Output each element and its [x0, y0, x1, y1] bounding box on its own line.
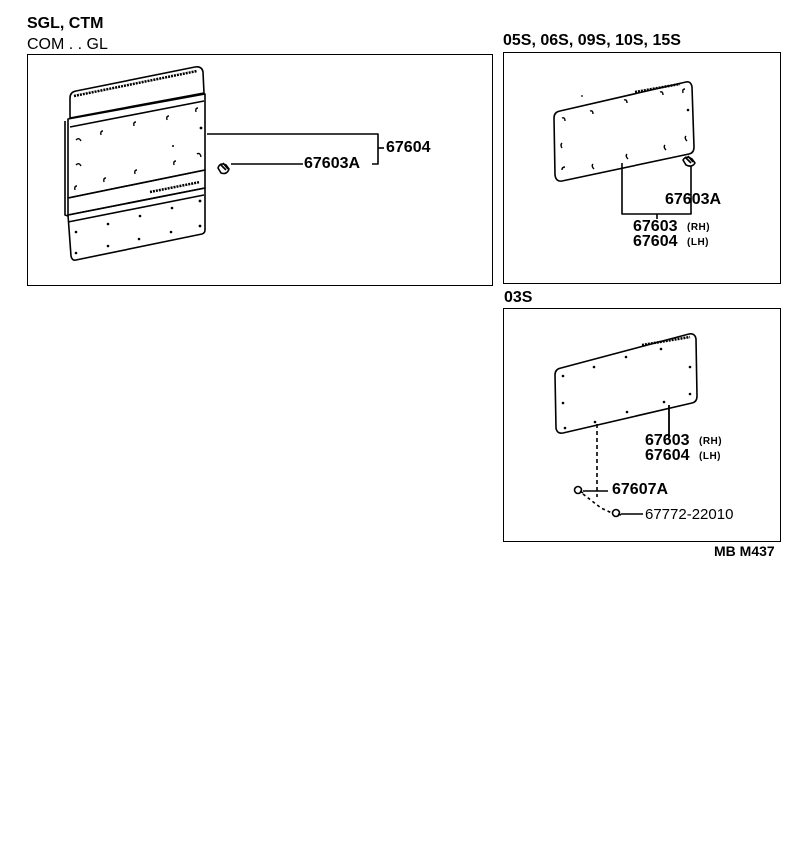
side-label: (RH) [699, 436, 723, 447]
trim-board-03s-icon [554, 333, 698, 434]
diagram-code: MB M437 [714, 543, 775, 559]
fastener-icon [611, 508, 622, 518]
panel-sgl-ctm-frame [27, 54, 493, 286]
part-number-label: 67603 [645, 432, 690, 449]
part-number-label: 67603 [633, 218, 678, 235]
fastener-icon [573, 485, 584, 495]
side-label: (LH) [699, 451, 721, 462]
clip-icon [682, 155, 696, 167]
part-number-label: 67604 [633, 233, 678, 250]
panel3-heading: 03S [504, 289, 533, 306]
panel-05s-frame [503, 52, 781, 284]
part-number-label: 67607A [612, 481, 669, 498]
part-number-label: 67772-22010 [645, 506, 734, 523]
part-number-label: 67604 [386, 139, 431, 156]
trim-board-large-icon [64, 66, 206, 261]
part-number-label: 67604 [645, 447, 690, 464]
panel-03s-frame [503, 308, 781, 542]
panel2-heading: 05S, 06S, 09S, 10S, 15S [503, 32, 681, 49]
panel1-heading-1: SGL, CTM [27, 15, 104, 32]
trim-board-05s-icon [553, 81, 695, 182]
panel1-heading-2: COM . . GL [27, 36, 108, 53]
side-label: (RH) [687, 222, 711, 233]
side-label: (LH) [687, 237, 709, 248]
part-number-label: 67603A [304, 155, 361, 172]
clip-icon [217, 162, 230, 175]
part-number-label: 67603A [665, 191, 722, 208]
